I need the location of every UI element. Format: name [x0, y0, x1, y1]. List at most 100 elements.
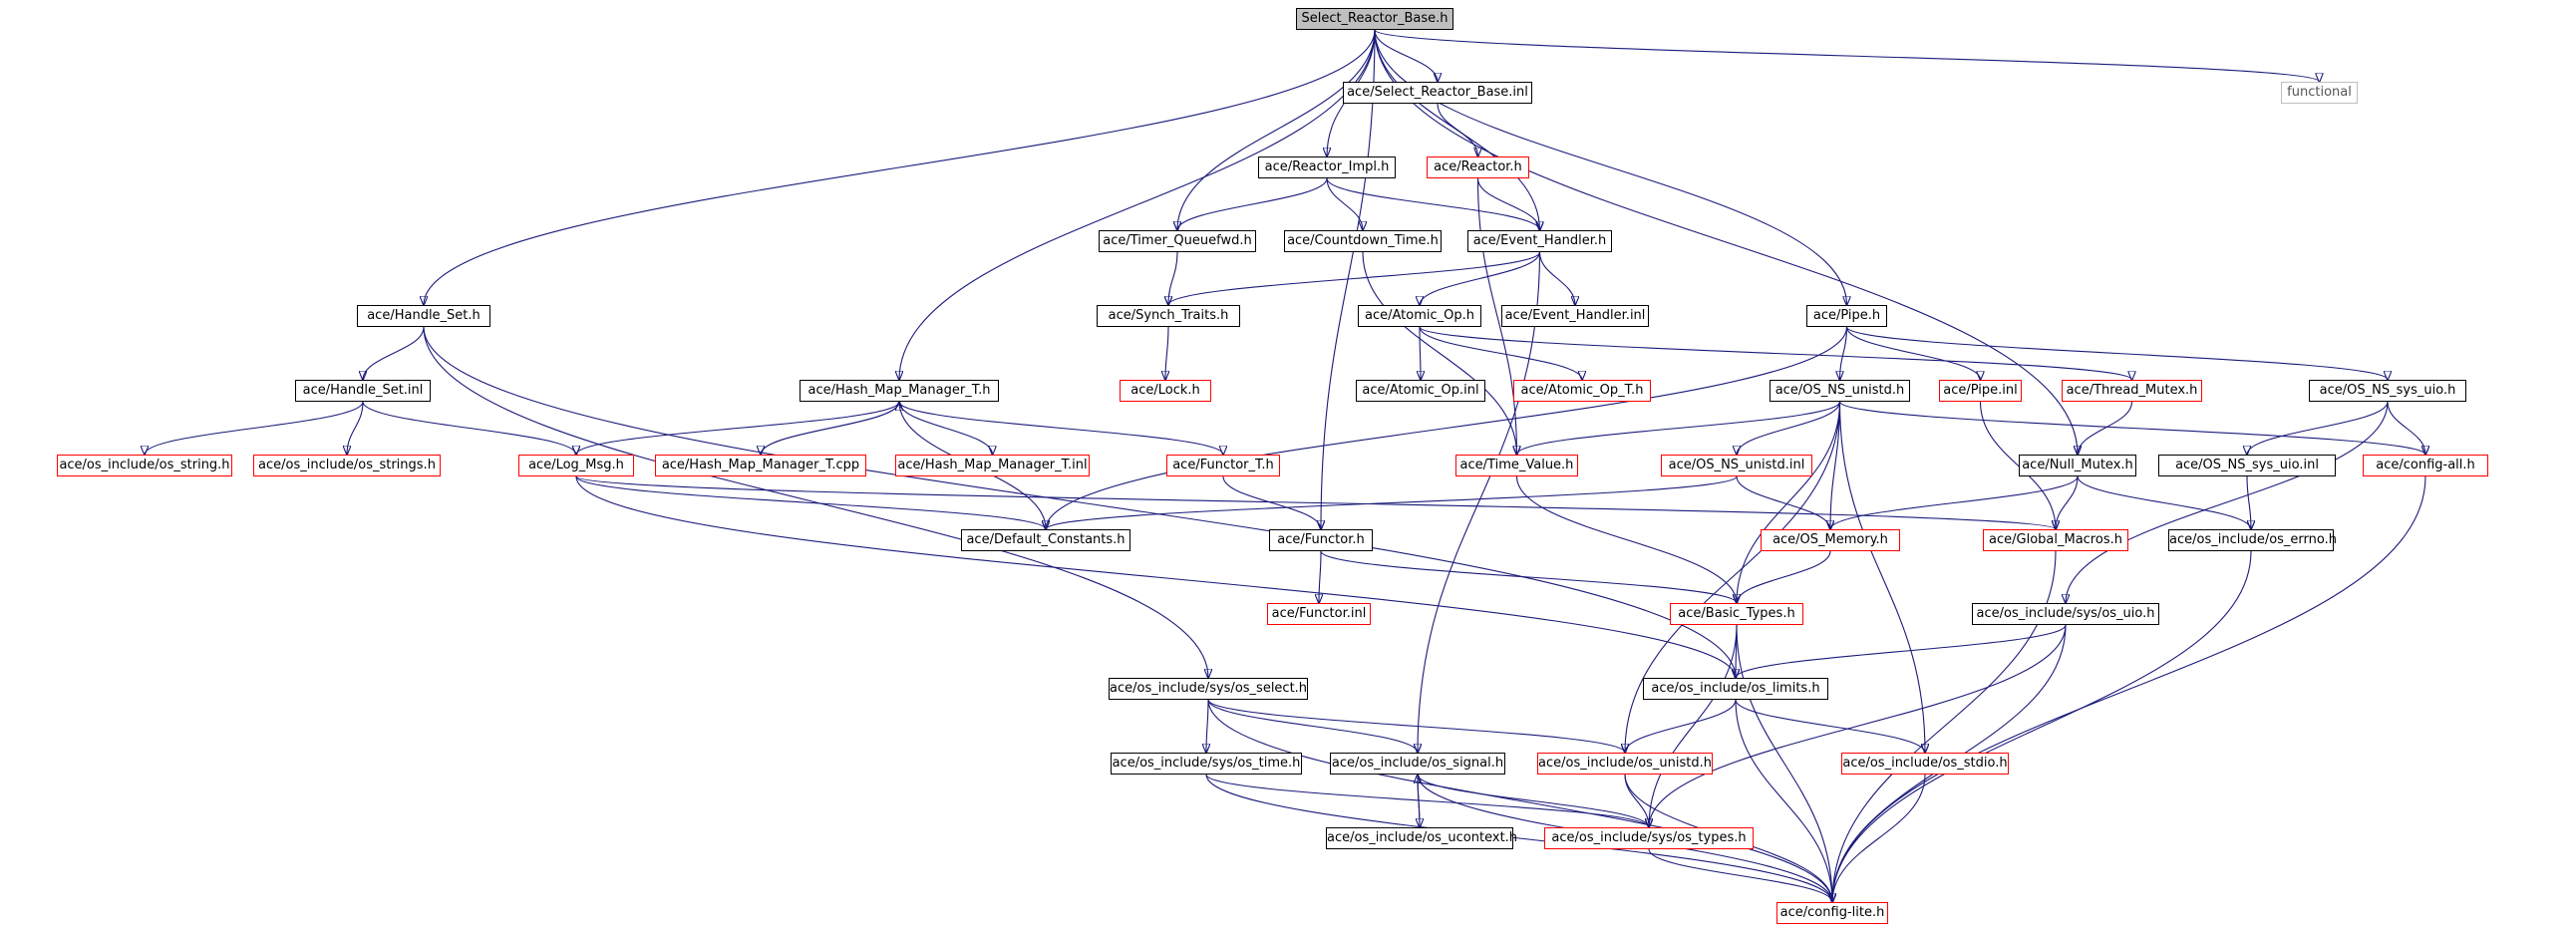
edge-reactor-impl-to-event-handler	[1326, 177, 1540, 230]
node-os-ns-sys-uio[interactable]: ace/OS_NS_sys_uio.h	[2309, 380, 2466, 402]
node-timer-q[interactable]: ace/Timer_Queuefwd.h	[1099, 230, 1256, 252]
node-config-all[interactable]: ace/config-all.h	[2363, 455, 2488, 476]
node-os-sys-select[interactable]: ace/os_include/sys/os_select.h	[1109, 678, 1308, 700]
edge-timer-q-to-synch-traits	[1168, 251, 1178, 305]
node-functor[interactable]: ace/Functor.h	[1269, 529, 1373, 551]
node-atomic-op-t[interactable]: ace/Atomic_Op_T.h	[1513, 380, 1651, 402]
edge-handle-set-inl-to-os-string	[145, 401, 364, 455]
edge-os-ns-unistd-to-time-value	[1517, 401, 1841, 455]
edge-reactor-impl-to-countdown	[1326, 177, 1363, 230]
node-lock[interactable]: ace/Lock.h	[1120, 380, 1211, 402]
edge-log-msg-to-default-constants	[575, 475, 1046, 529]
edge-os-ns-sys-uio-inl-to-os-errno	[2246, 475, 2251, 529]
edge-handle-set-inl-to-os-strings	[347, 401, 364, 455]
edge-os-ns-sys-uio-to-os-ns-sys-uio-inl	[2247, 401, 2389, 455]
edge-atomic-op-to-thread-mutex	[1419, 326, 2132, 380]
edge-functor-to-basic-types	[1320, 550, 1737, 603]
node-thread-mutex[interactable]: ace/Thread_Mutex.h	[2062, 380, 2202, 402]
edge-root-to-pipe	[1374, 29, 1847, 305]
edge-root-to-functional	[1374, 29, 2320, 82]
edge-os-ucontext-to-os-signal	[1418, 775, 1420, 828]
edge-hash-map-to-functor-t	[898, 401, 1223, 455]
node-event-handler-inl[interactable]: ace/Event_Handler.inl	[1501, 305, 1649, 327]
edge-handle-set-inl-to-log-msg	[362, 401, 576, 455]
node-os-stdio[interactable]: ace/os_include/os_stdio.h	[1841, 753, 2009, 775]
edge-os-sys-select-to-os-unistd	[1207, 699, 1625, 753]
node-event-handler[interactable]: ace/Event_Handler.h	[1467, 230, 1612, 252]
edge-hash-map-cpp-to-hash-map	[760, 402, 899, 456]
edge-pipe-to-pipe-inl	[1845, 326, 1981, 380]
edge-handle-set-to-os-limits	[423, 326, 1736, 678]
node-os-ns-sys-uio-inl[interactable]: ace/OS_NS_sys_uio.inl	[2158, 455, 2336, 476]
node-os-sys-types[interactable]: ace/os_include/sys/os_types.h	[1544, 827, 1754, 849]
node-basic-types[interactable]: ace/Basic_Types.h	[1670, 603, 1803, 625]
node-os-string[interactable]: ace/os_include/os_string.h	[57, 455, 232, 476]
node-time-value[interactable]: ace/Time_Value.h	[1455, 455, 1578, 476]
node-os-signal[interactable]: ace/os_include/os_signal.h	[1330, 753, 1505, 775]
node-config-lite[interactable]: ace/config-lite.h	[1776, 902, 1888, 924]
node-functor-inl[interactable]: ace/Functor.inl	[1267, 603, 1371, 625]
node-null-mutex[interactable]: ace/Null_Mutex.h	[2019, 455, 2136, 476]
node-pipe-inl[interactable]: ace/Pipe.inl	[1939, 380, 2022, 402]
edge-reactor-impl-to-timer-q	[1177, 177, 1328, 230]
edge-pipe-to-os-ns-unistd	[1840, 326, 1848, 380]
node-pipe[interactable]: ace/Pipe.h	[1806, 305, 1887, 327]
edge-time-value-to-basic-types	[1515, 475, 1738, 603]
edge-root-to-hash-map	[899, 29, 1376, 380]
node-functor-t[interactable]: ace/Functor_T.h	[1166, 455, 1280, 476]
node-os-sys-uio[interactable]: ace/os_include/sys/os_uio.h	[1972, 603, 2159, 625]
edge-log-msg-to-global-macros	[575, 475, 2056, 529]
node-countdown[interactable]: ace/Countdown_Time.h	[1284, 230, 1442, 252]
edge-os-ns-unistd-to-os-stdio	[1838, 401, 1926, 753]
edge-os-ns-unistd-to-os-memory	[1830, 401, 1841, 529]
node-global-macros[interactable]: ace/Global_Macros.h	[1983, 529, 2128, 551]
edge-os-ns-sys-uio-to-os-sys-uio	[2066, 401, 2389, 603]
node-os-limits[interactable]: ace/os_include/os_limits.h	[1643, 678, 1828, 700]
node-hash-map[interactable]: ace/Hash_Map_Manager_T.h	[800, 380, 999, 402]
node-handle-set-inl[interactable]: ace/Handle_Set.inl	[295, 380, 431, 402]
edge-countdown-to-time-value	[1362, 251, 1517, 455]
node-hash-map-inl[interactable]: ace/Hash_Map_Manager_T.inl	[895, 455, 1090, 476]
node-functional: functional	[2281, 82, 2358, 104]
node-hash-map-cpp[interactable]: ace/Hash_Map_Manager_T.cpp	[655, 455, 866, 476]
edge-handle-set-to-os-sys-select	[423, 326, 1208, 678]
node-os-unistd[interactable]: ace/os_include/os_unistd.h	[1537, 753, 1713, 775]
edge-os-stdio-to-config-lite	[1832, 774, 1926, 902]
edge-os-ns-sys-uio-to-config-all	[2387, 401, 2425, 455]
edge-os-sys-time-to-os-sys-types	[1205, 774, 1649, 827]
edge-functor-to-functor-inl	[1319, 550, 1321, 603]
edge-os-limits-to-config-lite	[1735, 699, 1832, 902]
node-os-ns-unistd-inl[interactable]: ace/OS_NS_unistd.inl	[1661, 455, 1812, 476]
node-os-strings[interactable]: ace/os_include/os_strings.h	[253, 455, 441, 476]
node-synch-traits[interactable]: ace/Synch_Traits.h	[1097, 305, 1240, 327]
node-atomic-op[interactable]: ace/Atomic_Op.h	[1358, 305, 1481, 327]
node-sel-inl[interactable]: ace/Select_Reactor_Base.inl	[1343, 82, 1532, 104]
node-os-memory[interactable]: ace/OS_Memory.h	[1761, 529, 1900, 551]
node-os-ucontext[interactable]: ace/os_include/os_ucontext.h	[1326, 827, 1517, 849]
edge-event-handler-to-synch-traits	[1168, 251, 1541, 305]
edge-os-errno-to-config-lite	[1832, 550, 2252, 902]
edge-os-sys-select-to-os-signal	[1207, 699, 1418, 753]
edge-os-ns-unistd-to-os-ns-unistd-inl	[1737, 401, 1841, 455]
edge-reactor-to-event-handler	[1476, 177, 1540, 230]
edge-os-sys-select-to-config-lite	[1207, 699, 1832, 902]
edge-null-mutex-to-global-macros	[2056, 475, 2079, 529]
node-os-errno[interactable]: ace/os_include/os_errno.h	[2168, 529, 2337, 551]
node-log-msg[interactable]: ace/Log_Msg.h	[518, 455, 634, 476]
edge-atomic-op-to-atomic-op-t	[1419, 326, 1582, 380]
node-reactor[interactable]: ace/Reactor.h	[1427, 156, 1529, 178]
node-root[interactable]: Select_Reactor_Base.h	[1296, 8, 1453, 30]
node-os-ns-unistd[interactable]: ace/OS_NS_unistd.h	[1770, 380, 1910, 402]
node-os-sys-time[interactable]: ace/os_include/sys/os_time.h	[1111, 753, 1302, 775]
edge-os-signal-to-os-sys-types	[1417, 774, 1649, 827]
edge-os-sys-uio-to-os-sys-types	[1649, 624, 2067, 827]
node-handle-set[interactable]: ace/Handle_Set.h	[357, 305, 490, 327]
edge-sel-inl-to-reactor	[1437, 103, 1478, 156]
node-reactor-impl[interactable]: ace/Reactor_Impl.h	[1258, 156, 1396, 178]
edge-os-ns-unistd-to-os-unistd	[1625, 401, 1841, 753]
node-default-constants[interactable]: ace/Default_Constants.h	[961, 529, 1130, 551]
edge-handle-set-to-handle-set-inl	[363, 326, 425, 380]
edge-log-msg-to-os-limits	[575, 475, 1736, 678]
node-atomic-op-inl[interactable]: ace/Atomic_Op.inl	[1356, 380, 1485, 402]
